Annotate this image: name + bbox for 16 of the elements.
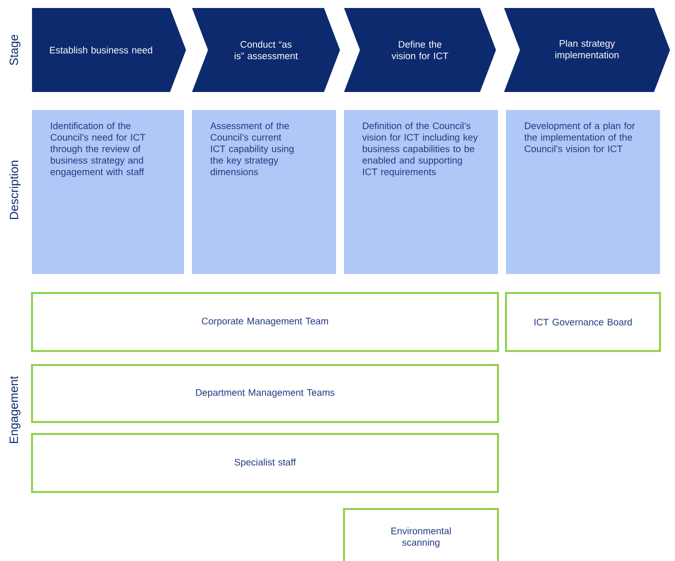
stage-box: Plan strategy implementation <box>504 8 670 92</box>
description-box: Definition of the Council’s vision for ICT including key business capabilities to be enabled and supporting ICT requirements <box>344 110 498 274</box>
engagement-box: Corporate Management Team <box>31 292 499 352</box>
engagement-box: Environmental scanning <box>343 508 499 561</box>
stage-box: Define the vision for ICT <box>344 8 496 92</box>
engagement-box: Department Management Teams <box>31 364 499 423</box>
section-label: Description <box>9 160 21 220</box>
section-label: Engagement <box>10 376 20 444</box>
engagement-box: Specialist staff <box>31 433 499 493</box>
engagement-box: ICT Governance Board <box>505 292 661 352</box>
description-box: Development of a plan for the implementation of the Council’s vision for ICT <box>506 110 660 274</box>
description-box: Identification of the Council’s need for ICT through the review of business strategy and engagement with staff <box>32 110 184 274</box>
stage-box: Conduct “as is” assessment <box>192 8 340 92</box>
section-label: Stage <box>10 34 20 66</box>
description-box: Assessment of the Council’s current ICT capability using the key strategy dimensions <box>192 110 336 274</box>
stage-box: Establish business need <box>32 8 186 92</box>
